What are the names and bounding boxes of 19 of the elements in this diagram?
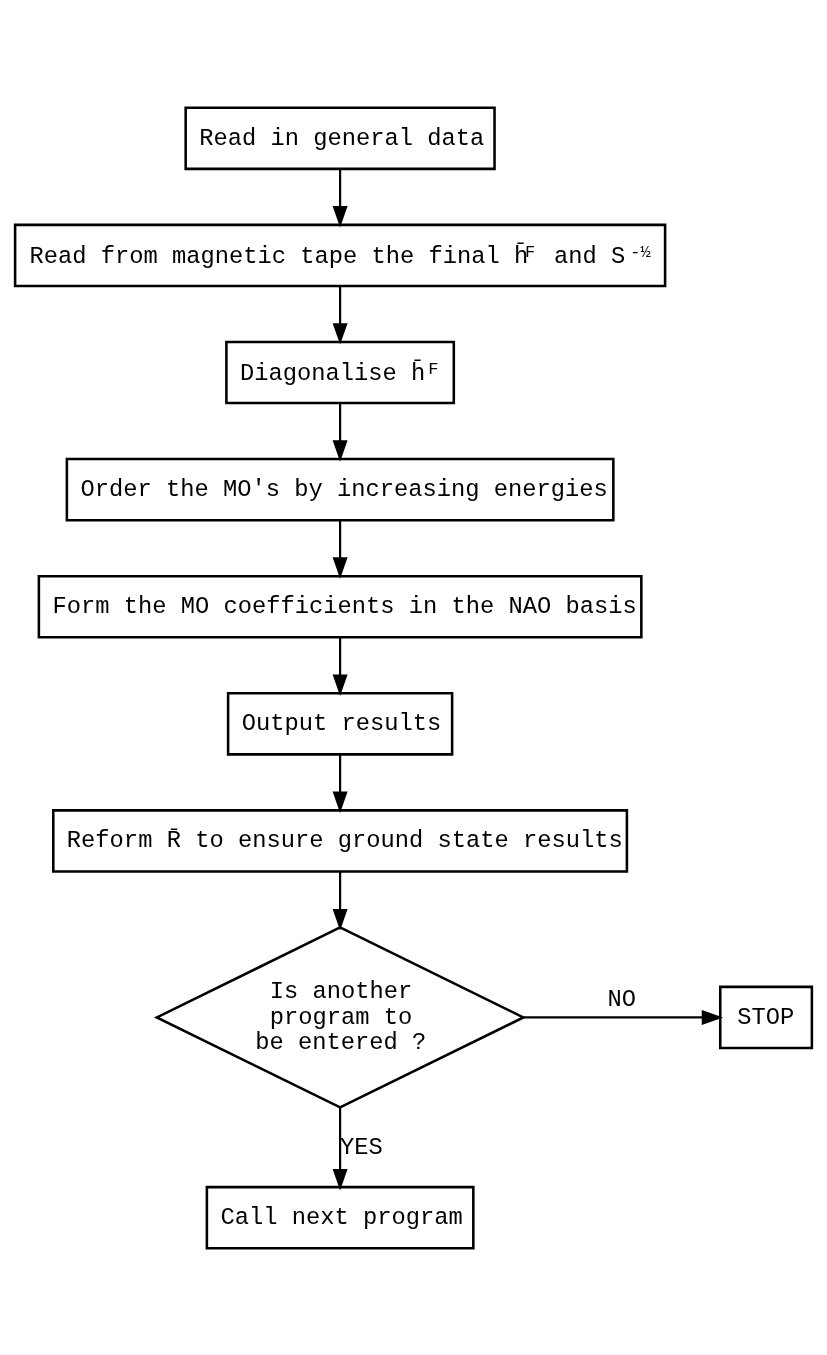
arrow <box>332 754 348 813</box>
node-box: Reform R̄ to ensure ground state results <box>52 808 629 873</box>
node-box: Form the MO coefficients in the NAO basis <box>37 574 643 639</box>
arrow <box>523 1009 724 1025</box>
arrow <box>332 520 348 579</box>
node-diamond: Is another program to be entered ? <box>153 925 527 1109</box>
arrow <box>332 871 348 931</box>
node-box: Read in general data <box>184 106 496 170</box>
arrow <box>332 403 348 462</box>
arrow <box>332 637 348 696</box>
arrow <box>332 1107 348 1190</box>
edge-label: NO <box>607 985 636 1013</box>
edge-label: YES <box>340 1133 383 1161</box>
arrow <box>332 168 348 227</box>
node-box: Call next program <box>205 1185 475 1249</box>
node-box: STOP <box>718 985 814 1049</box>
arrow <box>332 285 348 345</box>
node-box: Output results <box>226 691 454 756</box>
node-box: Order the MO's by increasing energies <box>65 457 615 521</box>
